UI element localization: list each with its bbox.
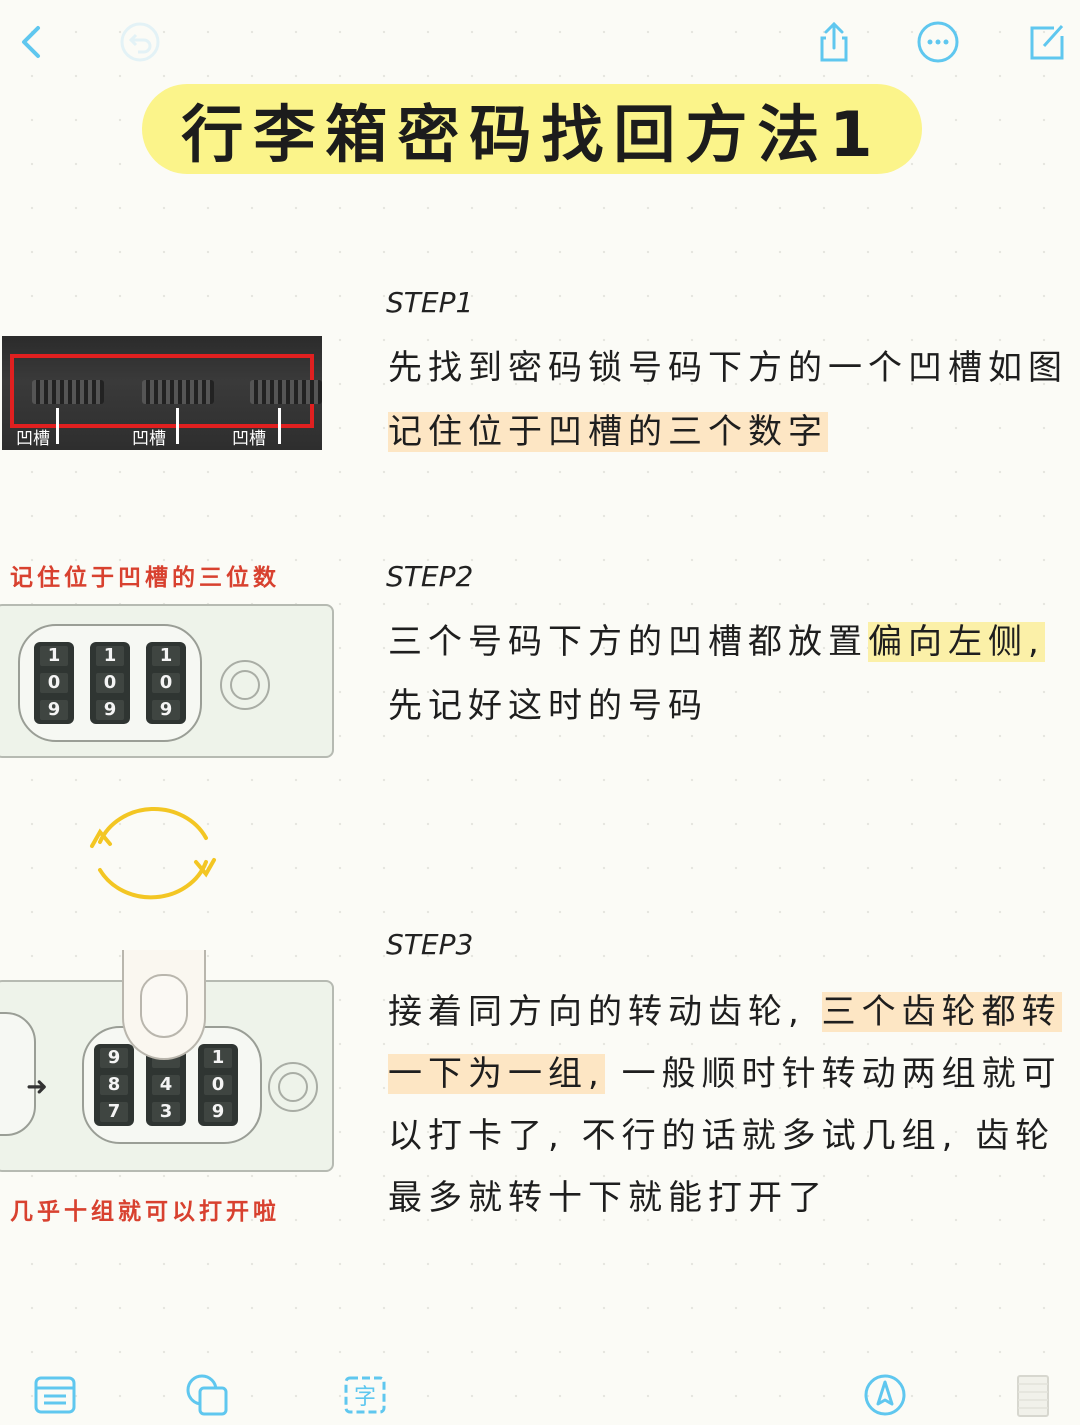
dial: 1 0 9 [198, 1044, 238, 1126]
share-icon [820, 21, 848, 62]
paper-icon [1017, 1375, 1049, 1417]
dial-digit: 9 [204, 1102, 232, 1123]
step3-caption: 几乎十组就可以打开啦 [10, 1199, 280, 1225]
dial-digit: 1 [204, 1047, 232, 1068]
dial-digit: 7 [100, 1102, 128, 1123]
step3-line-1-text: 接着同方向的转动齿轮, [388, 992, 805, 1032]
more-icon [917, 21, 959, 63]
back-button[interactable] [8, 18, 56, 66]
step1-highlight: 记住位于凹槽的三个数字 [388, 412, 828, 452]
dial-digit: 0 [40, 672, 68, 693]
title-highlight [142, 84, 922, 174]
step3-line-1: 接着同方向的转动齿轮, 三个齿轮都转 [388, 984, 1062, 1033]
dial-digit: 9 [40, 700, 68, 721]
step3-line-2-text: 一般顺时针转动两组就可 [621, 1054, 1062, 1094]
share-button[interactable] [810, 18, 858, 66]
step3-highlight-1: 三个齿轮都转 [821, 992, 1062, 1032]
step1-line-1: 先找到密码锁号码下方的一个凹槽如图 [388, 348, 1068, 388]
step1-label: STEP1 [386, 286, 474, 319]
dial-digit: 0 [96, 672, 124, 693]
pen-icon [864, 1374, 906, 1416]
dial-digit: 9 [100, 1047, 128, 1068]
shapes-button[interactable] [184, 1372, 232, 1420]
dial: 1 0 9 [34, 642, 74, 724]
dial-digit: 3 [152, 1102, 180, 1123]
dial-digit: 9 [152, 700, 180, 721]
step3-line-3: 以打卡了, 不行的话就多试几组, 齿轮 [388, 1116, 1056, 1156]
undo-button[interactable] [116, 18, 164, 66]
dial-digit: 1 [152, 645, 180, 666]
step3-line-2: 一下为一组, 一般顺时针转动两组就可 [388, 1046, 1062, 1095]
lock-panel-step2: 1 0 9 1 0 9 1 0 9 [0, 604, 334, 758]
photo-wheel [142, 380, 214, 404]
undo-icon [120, 22, 160, 62]
dial-housing: 1 0 9 1 0 9 1 0 9 [18, 624, 202, 742]
dial: 1 0 9 [146, 642, 186, 724]
groove-label: 凹槽 [132, 429, 166, 449]
groove-arrow [176, 408, 179, 444]
lock-groove-photo: 凹槽 凹槽 凹槽 [2, 336, 322, 450]
text-button[interactable]: 字 [342, 1372, 390, 1420]
step3-label: STEP3 [386, 928, 474, 961]
rotate-arrow-icon: ➜ [26, 1072, 48, 1102]
dial: 1 0 9 [90, 642, 130, 724]
dial-digit: 4 [152, 1074, 180, 1095]
notes-list-icon [34, 1376, 76, 1414]
paper-button[interactable] [1010, 1372, 1058, 1420]
step3-line-4: 最多就转十下就能打开了 [388, 1178, 828, 1218]
step2-caption: 记住位于凹槽的三位数 [10, 565, 280, 591]
dial-digit: 8 [100, 1074, 128, 1095]
shapes-icon [186, 1374, 228, 1416]
fingernail [140, 974, 188, 1038]
chevron-left-icon [22, 26, 40, 58]
step2-label: STEP2 [386, 560, 474, 593]
compose-icon [1030, 24, 1064, 60]
step2-line-1: 三个号码下方的凹槽都放置偏向左侧, [388, 614, 1045, 663]
page-title: 行李箱密码找回方法1 [181, 98, 883, 171]
groove-label: 凹槽 [16, 429, 50, 449]
release-button-icon [268, 1062, 318, 1112]
text-icon: 字 [344, 1376, 386, 1414]
step3-highlight-2: 一下为一组, [388, 1054, 605, 1094]
photo-wheel [32, 380, 104, 404]
release-button-icon [220, 660, 270, 710]
more-button[interactable] [914, 18, 962, 66]
text-icon-label: 字 [354, 1385, 376, 1410]
finger-illustration [122, 950, 206, 1060]
groove-label: 凹槽 [232, 429, 266, 449]
cycle-arrows-icon [90, 807, 216, 900]
pen-button[interactable] [862, 1372, 910, 1420]
dial-digit: 1 [40, 645, 68, 666]
dial-digit: 9 [96, 700, 124, 721]
step1-line-2: 记住位于凹槽的三个数字 [388, 404, 828, 453]
dial-digit: 0 [152, 672, 180, 693]
groove-arrow [278, 408, 281, 444]
step2-highlight: 偏向左侧, [868, 622, 1045, 662]
photo-wheel [250, 380, 322, 404]
dial-digit: 0 [204, 1074, 232, 1095]
step2-line-1-text: 三个号码下方的凹槽都放置 [388, 622, 868, 662]
step2-line-2: 先记好这时的号码 [388, 686, 708, 726]
notes-list-button[interactable] [32, 1372, 80, 1420]
compose-button[interactable] [1022, 18, 1070, 66]
dial-digit: 1 [96, 645, 124, 666]
groove-arrow [56, 408, 59, 444]
dial: 9 8 7 [94, 1044, 134, 1126]
